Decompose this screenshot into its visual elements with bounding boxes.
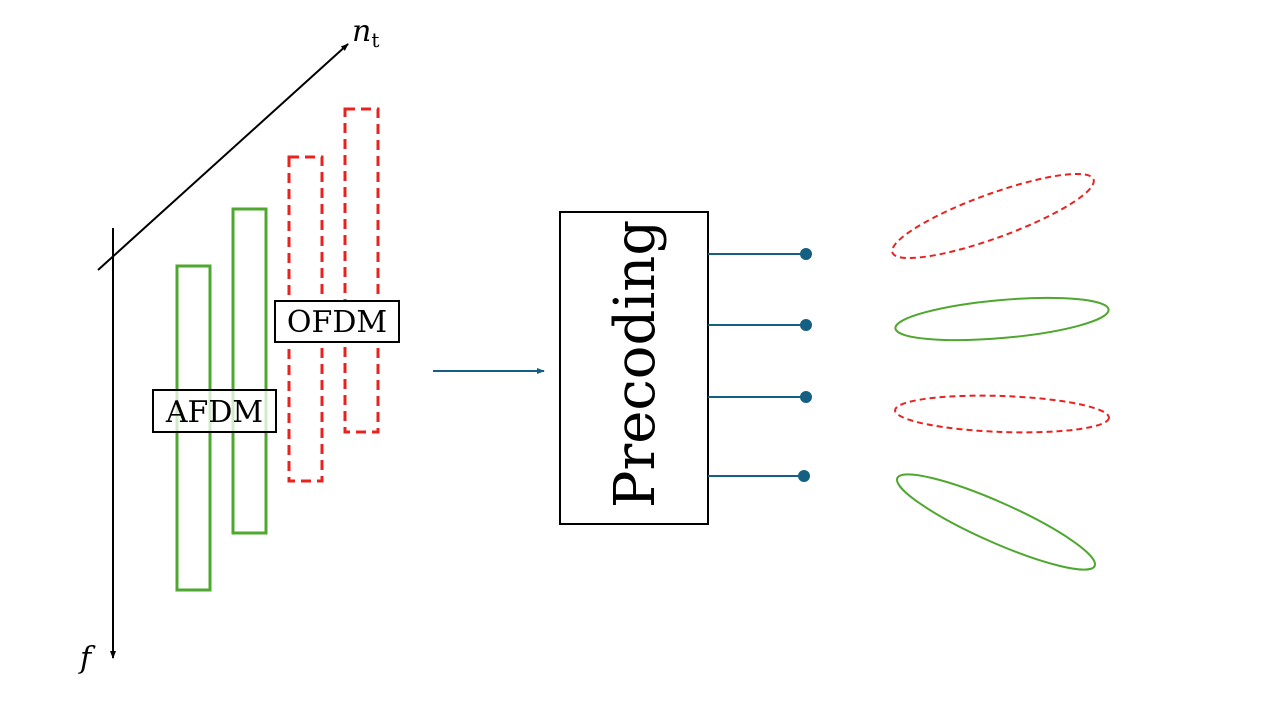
ofdm-label: OFDM (287, 305, 387, 340)
antenna-dot-1 (800, 248, 812, 260)
antenna-dot-3 (800, 391, 812, 403)
ofdm-beam-2 (894, 394, 1110, 434)
nt-axis-label-sub: t (371, 28, 379, 52)
nt-axis-arrow (97, 43, 349, 271)
antenna-dot-2 (800, 319, 812, 331)
nt-axis-label: nt (352, 14, 379, 52)
afdm-label: AFDM (165, 395, 263, 430)
afdm-frame-2 (231, 207, 268, 535)
ofdm-label-box (274, 300, 400, 343)
afdm-label-box (152, 389, 277, 433)
nt-axis-label-base: n (352, 14, 371, 49)
ofdm-frame-2 (343, 107, 380, 434)
precoding-label: Precoding (603, 220, 668, 508)
precoding-box (559, 211, 709, 525)
antenna-dot-4 (798, 470, 810, 482)
ofdm-beam-1 (891, 172, 1095, 260)
afdm-beam-1 (894, 296, 1110, 342)
f-axis-label: f (78, 641, 96, 676)
afdm-beam-2 (896, 473, 1096, 571)
